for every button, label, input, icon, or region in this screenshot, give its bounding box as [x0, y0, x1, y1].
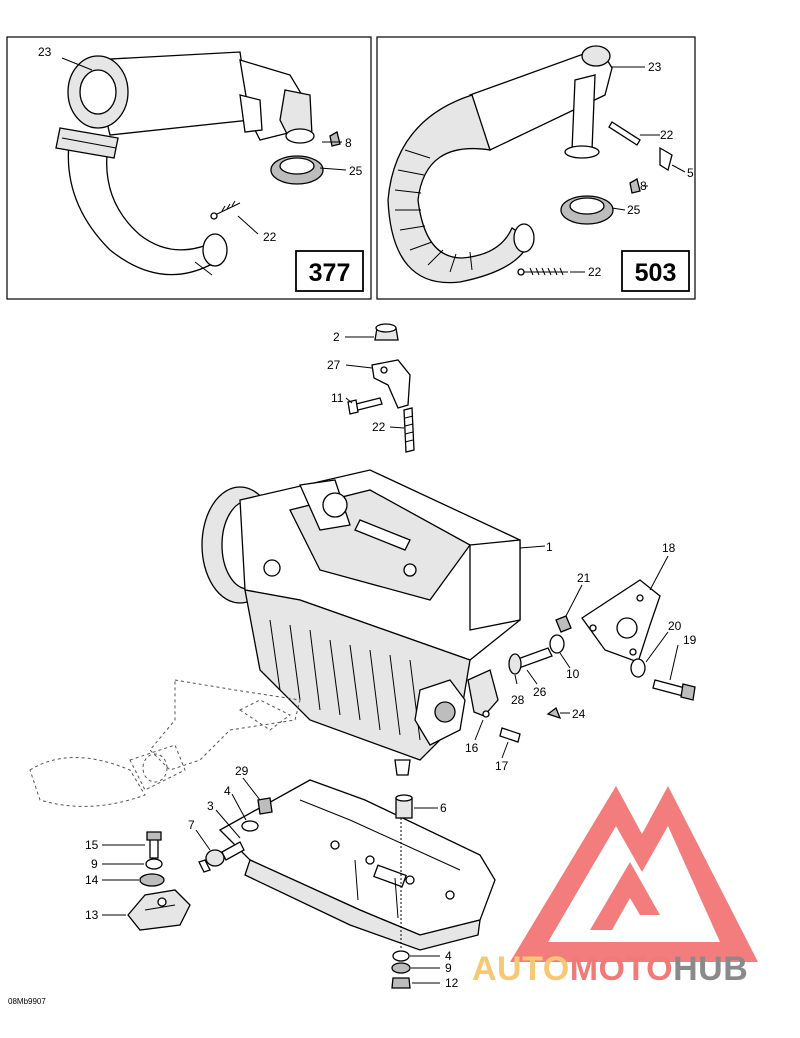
callout-29: 29 [235, 764, 249, 778]
spring-377 [210, 200, 241, 220]
callout-20: 20 [668, 619, 682, 633]
callout-22: 22 [660, 128, 674, 142]
callout-24: 24 [572, 707, 586, 721]
watermark-text: AUTOMOTOHUB [472, 950, 748, 989]
callout-10: 10 [566, 667, 580, 681]
exhaust-manifold-ghost [29, 679, 301, 807]
muffler-377 [67, 51, 315, 144]
inset-503: 23 22 5 8 25 22 503 [376, 36, 696, 300]
callout-23: 23 [648, 60, 662, 74]
callout-22: 22 [588, 265, 602, 279]
callout-25: 25 [627, 203, 641, 217]
callout-21: 21 [577, 571, 591, 585]
watermark-logo [510, 786, 758, 962]
muffler-503 [469, 45, 613, 159]
gasket-503 [560, 195, 614, 225]
gasket-377 [270, 155, 324, 185]
plate-part-18 [581, 579, 661, 663]
washer-part-10 [549, 634, 565, 654]
base-plate [218, 779, 496, 951]
nut-part-24 [546, 706, 562, 720]
watermark-auto: AUTO [472, 950, 570, 988]
bolt-part-19 [652, 679, 696, 701]
clip-part-16 [467, 669, 499, 718]
engine-part-1 [201, 469, 521, 776]
washer-part-4b [392, 950, 410, 962]
watermark-moto: MOTO [569, 950, 674, 988]
pin-503 [608, 121, 641, 146]
callout-18: 18 [662, 541, 676, 555]
engine-box-503 [621, 250, 690, 292]
callout-15: 15 [85, 838, 99, 852]
washer-part-9b [391, 962, 411, 974]
callout-9: 9 [91, 857, 98, 871]
callout-26: 26 [533, 685, 547, 699]
callout-16: 16 [465, 741, 479, 755]
callout-23: 23 [38, 45, 52, 59]
bracket-assembly: 2 27 11 22 [327, 323, 415, 453]
callout-8: 8 [345, 136, 352, 150]
callout-13: 13 [85, 908, 99, 922]
callout-3: 3 [207, 799, 214, 813]
washer-part-9 [145, 858, 163, 870]
callout-4: 4 [445, 949, 452, 963]
nut-part-29 [257, 797, 273, 815]
callout-9: 9 [445, 961, 452, 975]
spring-part-22 [403, 407, 415, 453]
callout-25: 25 [349, 164, 363, 178]
callout-17: 17 [495, 759, 509, 773]
nut-503 [629, 178, 641, 194]
watermark-hub: HUB [673, 950, 749, 988]
washer-part-20 [630, 658, 646, 678]
callout-12: 12 [445, 976, 459, 990]
callout-2: 2 [333, 330, 340, 344]
callout-5: 5 [687, 166, 694, 180]
nut-part-21 [555, 615, 572, 633]
callout-8: 8 [640, 179, 647, 193]
stud-part-7 [198, 841, 245, 873]
bolt-part-15 [146, 831, 162, 859]
callout-22: 22 [263, 230, 277, 244]
spacer-part-6 [395, 794, 413, 819]
callout-7: 7 [188, 818, 195, 832]
callout-6: 6 [440, 801, 447, 815]
callout-22: 22 [372, 420, 386, 434]
callout-4: 4 [224, 784, 231, 798]
engine-box-377 [295, 250, 364, 292]
pin-part-17 [499, 727, 521, 743]
exhaust-pipe-377 [55, 127, 228, 276]
flex-pipe-503 [387, 94, 535, 284]
callout-27: 27 [327, 358, 341, 372]
washer-part-4 [241, 820, 259, 832]
callout-1: 1 [546, 540, 553, 554]
callout-28: 28 [511, 693, 525, 707]
stud-part-26 [508, 647, 553, 675]
figure-reference: 08Mb9907 [8, 997, 46, 1006]
clip-503 [659, 146, 673, 172]
spring-503 [517, 267, 568, 276]
callout-14: 14 [85, 873, 99, 887]
washer-part-14 [139, 873, 165, 887]
mount-part-13 [127, 889, 191, 931]
nut-part-12 [391, 977, 411, 989]
inset-377: 23 8 25 22 377 [6, 36, 372, 300]
engine-label-377: 377 [309, 259, 351, 287]
callout-11: 11 [331, 391, 344, 405]
engine-label-503: 503 [635, 259, 677, 287]
callout-19: 19 [683, 633, 697, 647]
